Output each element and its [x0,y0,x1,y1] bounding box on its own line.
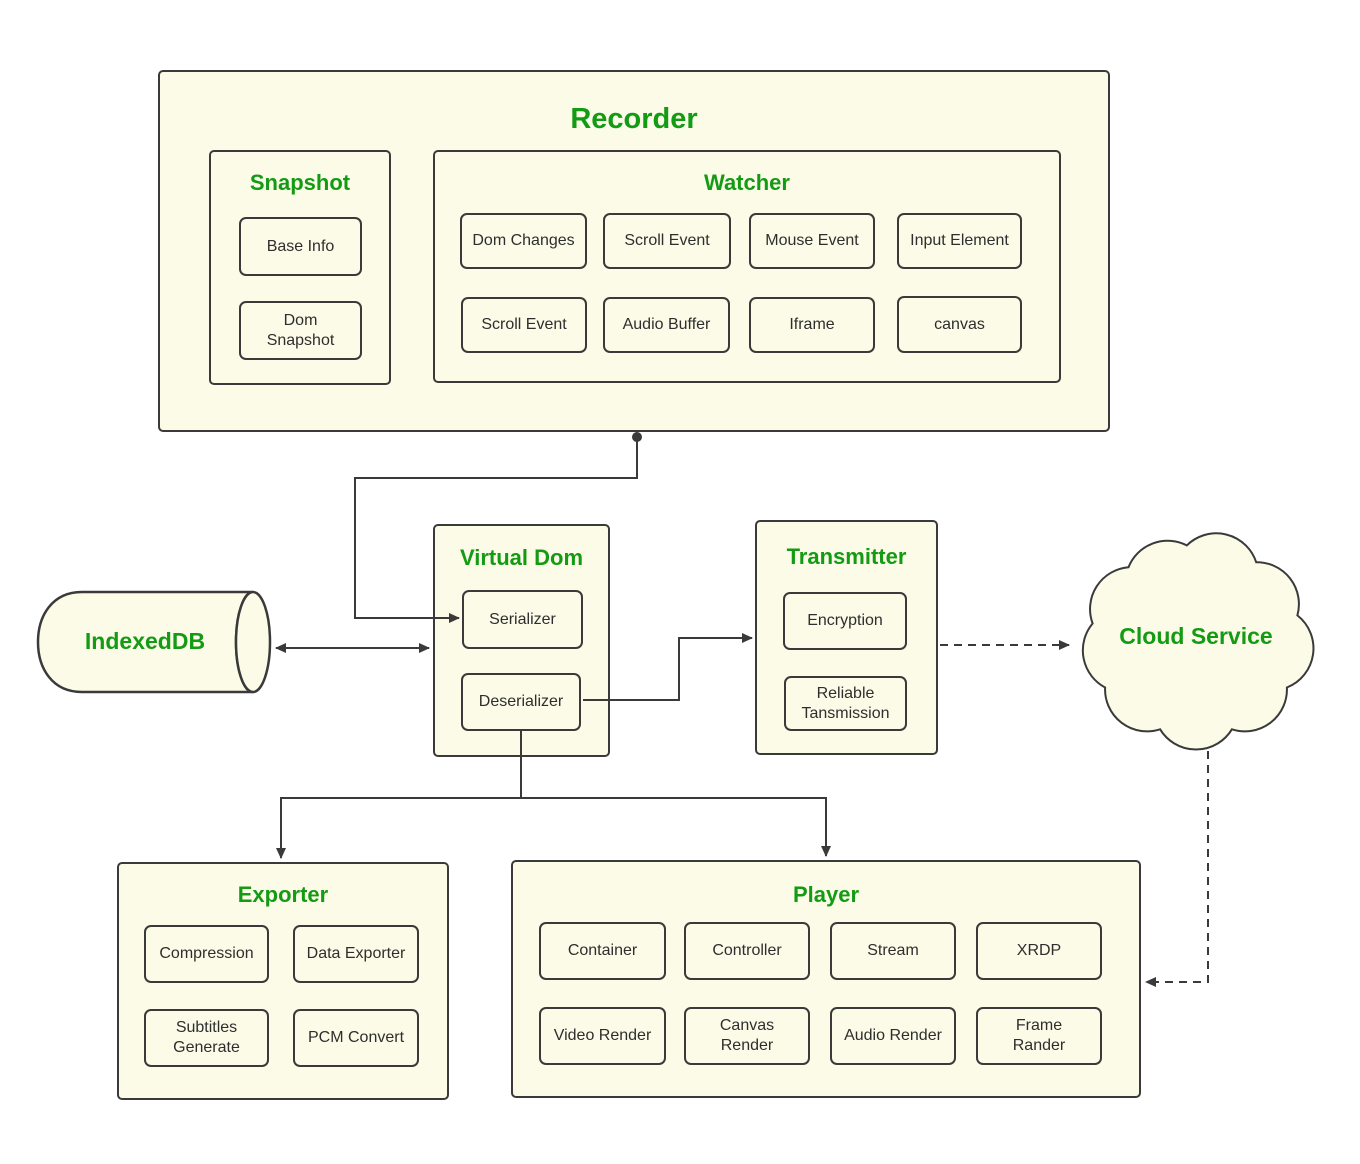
watcher-title: Watcher [704,170,790,195]
node-dom-snapshot: Dom Snapshot [239,301,362,360]
node-frame-rander: Frame Rander [976,1007,1102,1065]
node-scroll-event-2: Scroll Event [461,297,587,353]
node-pcm-convert: PCM Convert [293,1009,419,1067]
node-canvas: canvas [897,296,1022,353]
node-scroll-event-1: Scroll Event [603,213,731,269]
indexeddb-label: IndexedDB [84,628,206,654]
exporter-title: Exporter [237,882,329,907]
node-video-render: Video Render [539,1007,666,1065]
node-input-element: Input Element [897,213,1022,269]
node-canvas-render: Canvas Render [684,1007,810,1065]
node-encryption: Encryption [783,592,907,650]
node-stream: Stream [830,922,956,980]
recorder-title: Recorder [570,103,698,135]
node-subtitles-generate: Subtitles Generate [144,1009,269,1067]
node-audio-buffer: Audio Buffer [603,297,730,353]
player-title: Player [792,882,860,907]
virtual-dom-title: Virtual Dom [459,545,584,570]
node-base-info: Base Info [239,217,362,276]
indexeddb-cylinder-rim [234,590,272,694]
node-audio-render: Audio Render [830,1007,956,1065]
indexeddb-cylinder [36,590,272,694]
cloud-service-label: Cloud Service [1119,623,1273,649]
transmitter-title: Transmitter [786,544,907,569]
node-controller: Controller [684,922,810,980]
node-serializer: Serializer [462,590,583,649]
snapshot-title: Snapshot [249,170,351,195]
node-deserializer: Deserializer [461,673,581,731]
node-data-exporter: Data Exporter [293,925,419,983]
cloud-shape [1081,532,1315,751]
node-reliable-tansmission: Reliable Tansmission [784,676,907,731]
node-dom-changes: Dom Changes [460,213,587,269]
node-container: Container [539,922,666,980]
node-compression: Compression [144,925,269,983]
node-iframe: Iframe [749,297,875,353]
node-xrdp: XRDP [976,922,1102,980]
node-mouse-event: Mouse Event [749,213,875,269]
